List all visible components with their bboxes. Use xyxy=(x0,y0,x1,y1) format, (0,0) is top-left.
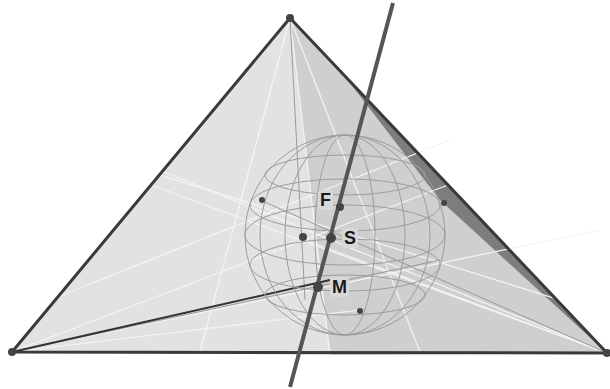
outline xyxy=(12,18,607,353)
points xyxy=(8,14,610,357)
point-label: S xyxy=(342,228,358,248)
euler-axis xyxy=(290,3,393,387)
point-label: F xyxy=(318,190,333,210)
construction-lines xyxy=(12,18,607,355)
sphere-wireframe xyxy=(245,135,445,335)
point-label: M xyxy=(330,277,349,297)
hidden-lines xyxy=(12,18,607,353)
edge-line xyxy=(12,280,330,352)
left-face xyxy=(12,18,330,355)
